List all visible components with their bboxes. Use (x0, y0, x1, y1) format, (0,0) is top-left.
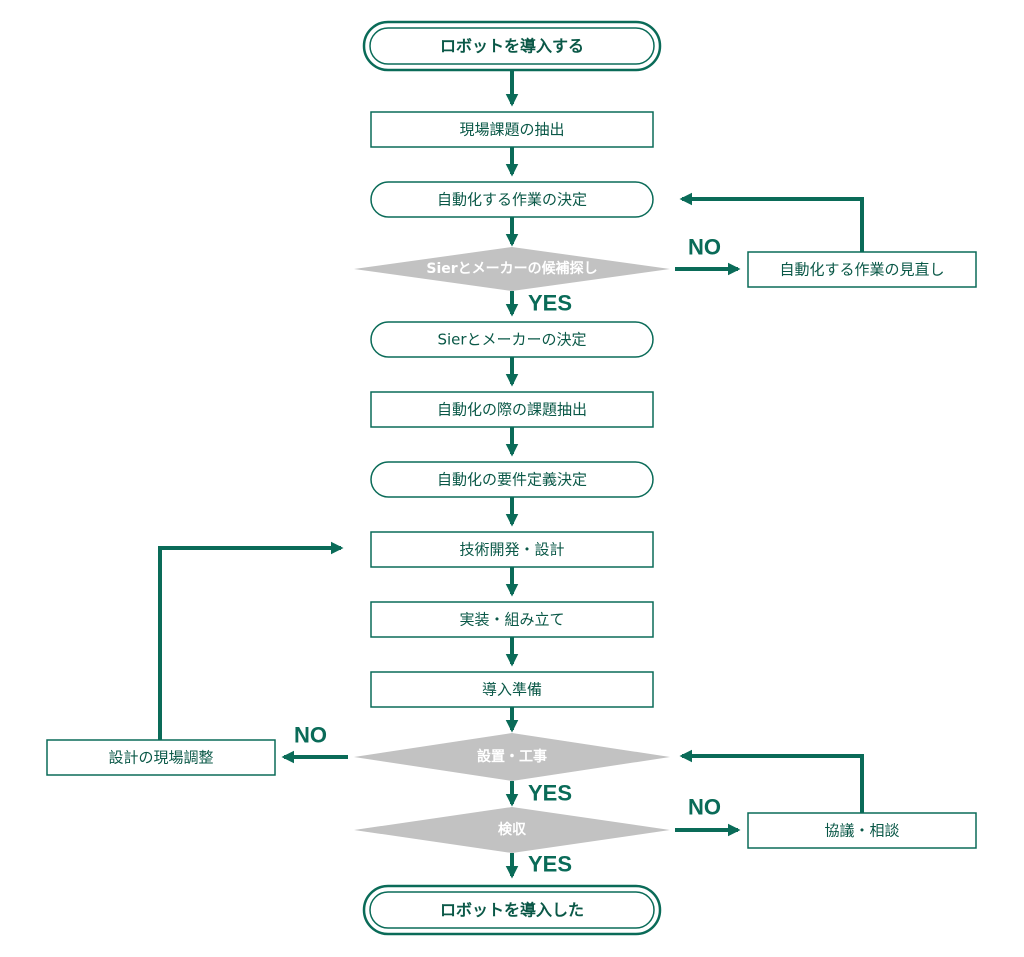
label-install-no: NO (294, 723, 327, 748)
node-search: Sierとメーカーの候補探し (354, 247, 670, 291)
auto-extract-label: 自動化の際の課題抽出 (437, 401, 587, 419)
node-end: ロボットを導入した (362, 884, 662, 936)
label-install-yes: YES (528, 781, 572, 806)
end-inner-border (369, 891, 655, 929)
node-start: ロボットを導入する (362, 20, 662, 72)
start-label: ロボットを導入する (440, 37, 584, 56)
install-label: 設置・工事 (477, 748, 547, 765)
edge-review-to-decide-work (679, 192, 864, 252)
extract-label: 現場課題の抽出 (459, 121, 564, 139)
label-search-no: NO (688, 235, 721, 260)
node-adjust: 設計の現場調整 (46, 739, 276, 776)
adjust-box (46, 739, 276, 776)
requirements-label: 自動化の要件定義決定 (437, 471, 587, 489)
assemble-label: 実装・組み立て (459, 611, 564, 629)
requirements-box (370, 461, 654, 498)
node-review: 自動化する作業の見直し (747, 251, 977, 288)
node-consult: 協議・相談 (747, 812, 977, 849)
node-requirements: 自動化の要件定義決定 (370, 461, 654, 498)
review-box (747, 251, 977, 288)
inspect-label: 検収 (498, 821, 527, 838)
prep-box (370, 671, 654, 708)
search-label: Sierとメーカーの候補探し (426, 260, 597, 277)
search-diamond (354, 247, 670, 291)
design-label: 技術開発・設計 (459, 541, 564, 559)
node-install: 設置・工事 (354, 733, 670, 781)
auto-extract-box (370, 391, 654, 428)
edges (158, 70, 864, 879)
node-decide-sier: Sierとメーカーの決定 (370, 321, 654, 358)
node-assemble: 実装・組み立て (370, 601, 654, 638)
decide-work-label: 自動化する作業の決定 (437, 191, 587, 209)
install-diamond (354, 733, 670, 781)
consult-label: 協議・相談 (824, 822, 899, 840)
node-extract: 現場課題の抽出 (370, 111, 654, 148)
inspect-diamond (354, 807, 670, 853)
decide-sier-label: Sierとメーカーの決定 (437, 331, 586, 349)
edge-consult-to-install (679, 749, 864, 813)
edge-adjust-to-design (158, 541, 344, 740)
design-box (370, 531, 654, 568)
node-design: 技術開発・設計 (370, 531, 654, 568)
node-inspect: 検収 (354, 807, 670, 853)
review-label: 自動化する作業の見直し (779, 261, 944, 279)
extract-box (370, 111, 654, 148)
decide-sier-box (370, 321, 654, 358)
start-inner-border (369, 27, 655, 65)
assemble-box (370, 601, 654, 638)
adjust-label: 設計の現場調整 (108, 749, 213, 767)
end-label: ロボットを導入した (440, 901, 584, 920)
label-inspect-no: NO (688, 795, 721, 820)
node-prep: 導入準備 (370, 671, 654, 708)
node-decide-work: 自動化する作業の決定 (370, 181, 654, 218)
prep-label: 導入準備 (482, 681, 542, 699)
consult-box (747, 812, 977, 849)
label-inspect-yes: YES (528, 852, 572, 877)
node-auto-extract: 自動化の際の課題抽出 (370, 391, 654, 428)
label-search-yes: YES (528, 291, 572, 316)
edge-labels: NO YES NO YES NO YES (294, 235, 721, 877)
decide-work-box (370, 181, 654, 218)
